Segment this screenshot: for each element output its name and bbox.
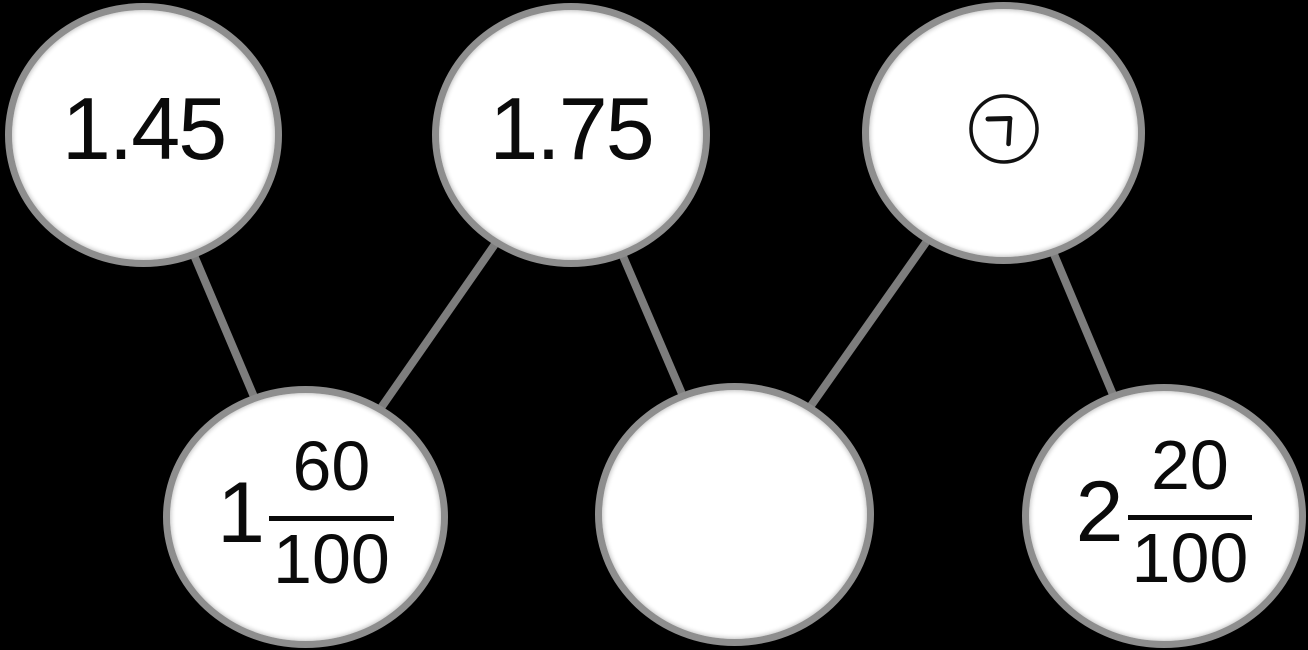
denominator: 100 <box>1127 514 1253 593</box>
numerator: 20 <box>1150 426 1229 505</box>
circle-empty-answer[interactable] <box>595 383 874 646</box>
circle-decimal-1-45[interactable]: 1.45 <box>5 3 282 267</box>
denominator: 100 <box>269 515 394 594</box>
circle-symbol-giyeok[interactable]: ㉠ <box>862 2 1145 264</box>
mixed-number: 1 60 100 <box>217 427 394 594</box>
circle-mixed-2-20-100[interactable]: 2 20 100 <box>1022 384 1306 648</box>
mixed-number: 2 20 100 <box>1075 426 1253 593</box>
circle-mixed-1-60-100[interactable]: 1 60 100 <box>163 386 448 648</box>
whole-number: 2 <box>1075 463 1124 560</box>
numerator: 60 <box>292 427 371 506</box>
decimal-value: 1.75 <box>489 79 654 178</box>
decimal-value: 1.45 <box>61 79 227 178</box>
fraction: 60 100 <box>269 427 394 594</box>
circle-decimal-1-75[interactable]: 1.75 <box>432 3 710 267</box>
circled-giyeok-icon <box>968 94 1039 164</box>
fraction: 20 100 <box>1127 426 1253 593</box>
whole-number: 1 <box>217 464 266 561</box>
